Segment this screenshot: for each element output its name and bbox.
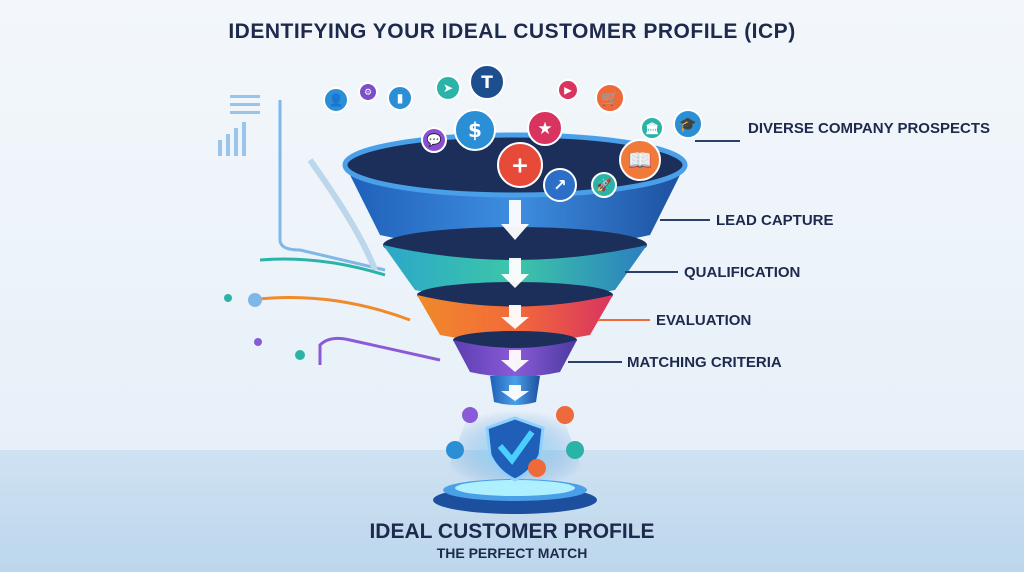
chart-icon: ▮ <box>387 85 413 111</box>
flow-arrows <box>249 100 441 365</box>
stage-label-evaluation: EVALUATION <box>656 312 752 329</box>
svg-text:▶: ▶ <box>564 86 572 97</box>
badge-icon: ★ <box>527 110 563 146</box>
growth-chart-icon: ↗ <box>543 168 577 202</box>
floating-badges <box>446 406 584 459</box>
svg-text:$: $ <box>468 118 482 142</box>
cart-icon: 🛒 <box>595 83 625 113</box>
svg-text:★: ★ <box>537 119 552 139</box>
stage-label-prospects: DIVERSE COMPANY PROSPECTS <box>748 120 990 137</box>
send-icon: ➤ <box>435 75 461 101</box>
svg-text:💬: 💬 <box>427 133 442 147</box>
chat-icon: 💬 <box>421 127 447 153</box>
svg-text:↗: ↗ <box>553 176 566 195</box>
stage-label-qualification: QUALIFICATION <box>684 264 801 281</box>
svg-text:T: T <box>481 73 493 93</box>
svg-text:⚙: ⚙ <box>364 88 372 98</box>
prospect-icons: 👤 ⚙ ▮ ➤ T ▶ 🛒 💬 $ + ↗ 📖 🚀 🎓 🏛 ★ <box>323 64 703 202</box>
svg-text:🛒: 🛒 <box>601 90 618 107</box>
svg-text:▮: ▮ <box>397 91 404 105</box>
pedestal <box>433 479 597 514</box>
svg-text:+: + <box>511 154 529 179</box>
graduation-icon: 🎓 <box>673 109 703 139</box>
svg-text:🎓: 🎓 <box>679 117 696 133</box>
result-subtitle: THE PERFECT MATCH <box>436 545 588 561</box>
svg-text:👤: 👤 <box>329 93 344 107</box>
book-icon: 📖 <box>619 139 661 181</box>
svg-text:📖: 📖 <box>628 148 653 172</box>
user-icon: 👤 <box>323 87 349 113</box>
plus-icon: + <box>497 142 543 188</box>
result-title: IDEAL CUSTOMER PROFILE <box>369 520 655 543</box>
gear-icon: ⚙ <box>358 82 378 102</box>
bank-icon: 🏛 <box>640 116 664 140</box>
dollar-icon: $ <box>454 109 496 151</box>
shield-check-icon <box>485 416 546 482</box>
logo-t-icon: T <box>469 64 505 100</box>
play-icon: ▶ <box>557 79 579 101</box>
leader-lines <box>568 140 740 363</box>
rocket-icon: 🚀 <box>591 172 617 198</box>
down-arrows <box>501 200 529 401</box>
svg-text:🚀: 🚀 <box>597 178 612 192</box>
page-title: IDENTIFYING YOUR IDEAL CUSTOMER PROFILE … <box>228 20 796 43</box>
stage-label-lead-capture: LEAD CAPTURE <box>716 212 834 229</box>
svg-text:🏛: 🏛 <box>645 122 659 135</box>
decor-dots <box>218 95 305 360</box>
stage-label-matching: MATCHING CRITERIA <box>627 354 782 371</box>
svg-text:➤: ➤ <box>443 81 453 95</box>
